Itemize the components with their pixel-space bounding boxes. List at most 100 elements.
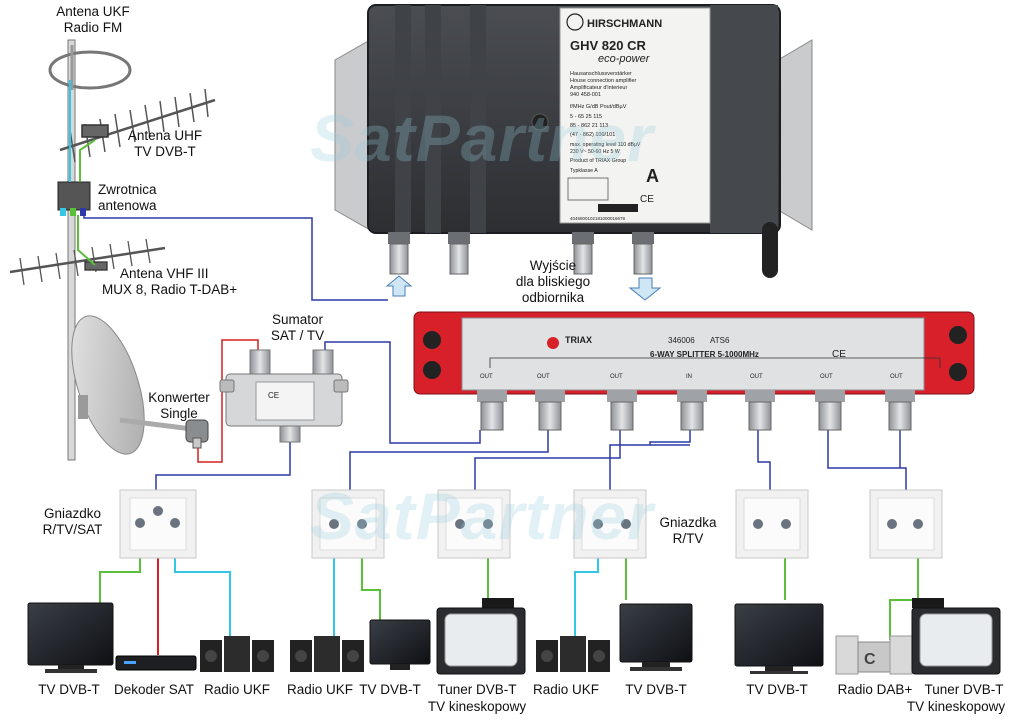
splitter-out-4: OUT [750,374,763,380]
device-label-crt-2: TV kineskopowy [906,699,1006,714]
cable-sumator-to-socket-sat [155,440,291,492]
device-label-crt-1: TV kineskopowy [427,699,527,714]
device-crt-tv-1 [436,598,526,675]
uhf-yagi-antenna [59,88,216,163]
socket-r-tv-5 [869,489,943,559]
amp-series: eco-power [598,53,651,65]
label-konwerter-line-2: Single [160,406,198,421]
device-label-tuner-1: Tuner DVB-T [437,682,517,697]
amp-spec-3: 940 458-001 [570,92,601,98]
amp-model: GHV 820 CR [570,38,646,53]
device-tv-flat-3 [619,603,693,671]
splitter-part-no: 346006 [668,336,695,345]
amp-serial: 4046800102181000016678 [570,216,626,221]
socket-r-tv-4 [735,489,809,559]
sumator-ce: CE [268,391,279,400]
device-label-tv-4: TV DVB-T [746,682,808,697]
label-gniazdka-line-2: R/TV [672,531,704,546]
device-label-radio-1: Radio UKF [203,682,271,697]
label-sumator: Sumator SAT / TV [250,312,345,344]
label-zwrotnica-line-2: antenowa [98,198,157,213]
antenna-mast [67,39,76,461]
splitter-in: IN [686,374,692,380]
lnb-converter [185,419,209,449]
label-antena-vhf-line-1: Antena VHF III [120,266,209,281]
amplifier-label-text: HIRSCHMANN GHV 820 CR eco-power Hausansc… [566,13,662,221]
label-wyjscie-line-2: dla bliskiego [515,274,591,289]
amp-table-3: (47 - 862) 100/101 [570,132,615,138]
device-tv-flat-1 [27,602,114,673]
device-radio-hifi-3 [536,636,610,672]
cable-splitter-to-sumator [324,341,481,444]
socket-r-tv-sat [119,489,197,559]
label-antena-uhf-line-2: TV DVB-T [134,144,196,159]
socket-r-tv-2 [437,489,511,559]
splitter-out-6: OUT [890,374,903,380]
amp-spec-2: Amplificateur d'interieur [570,85,627,91]
device-label-tv-1: TV DVB-T [38,682,100,697]
sumator-combiner: CE [219,349,349,443]
label-wyjscie-line-3: odbiornika [521,290,585,305]
device-label-radio-2: Radio UKF [286,682,354,697]
splitter-out-1: OUT [480,374,493,380]
label-antena-uhf: Antena UHF TV DVB-T [110,128,220,160]
label-sumator-line-2: SAT / TV [270,328,325,343]
amp-table-0: f/MHz G/dB Pout/dBµV [570,104,627,110]
splitter-label-text: TRIAX 346006 ATS6 6-WAY SPLITTER 5-1000M… [480,335,903,380]
device-label-tv-2: TV DVB-T [359,682,421,697]
label-gniazdko: Gniazdko R/TV/SAT [30,506,115,538]
label-gniazdko-line-2: R/TV/SAT [42,522,103,537]
amp-table-1: 5 - 65 25 115 [570,114,602,120]
device-radio-hifi-2 [290,636,364,672]
cable-uhf-green [77,139,96,266]
label-antena-uhf-line-1: Antena UHF [127,128,203,143]
device-tv-flat-4 [734,603,824,674]
amp-spec-0: Hausanschlussverstärker [570,71,632,77]
satellite-dish [71,315,201,455]
amp-energy-class: A [646,166,659,186]
cables-splitter-outputs [349,430,907,492]
label-zwrotnica: Zwrotnica antenowa [98,182,157,214]
device-label-radio-3: Radio UKF [532,682,600,697]
label-wyjscie-line-1: Wyjście [529,258,577,273]
splitter-out-3: OUT [610,374,623,380]
amplifier-hirschmann [334,4,813,301]
label-wyjscie: Wyjście dla bliskiego odbiornika [498,258,608,306]
label-antena-ukf-line-2: Radio FM [63,20,123,35]
splitter-ce: CE [832,349,846,360]
vhf-antenna [9,238,166,286]
splitter-triax [413,311,975,431]
amp-footer-3: Typklasse A [570,168,598,174]
amp-spec-1: House connection amplifier [570,78,637,84]
splitter-out-2: OUT [537,374,550,380]
amp-footer-2: Product of TRIAX Group [570,158,626,164]
label-gniazdka-line-1: Gniazdka [659,515,717,530]
amp-footer-1: 230 V~ 50-60 Hz 5 W [570,149,620,155]
splitter-out-5: OUT [820,374,833,380]
label-antena-vhf: Antena VHF III MUX 8, Radio T-DAB+ [102,266,237,298]
label-antena-vhf-line-2: MUX 8, Radio T-DAB+ [102,282,238,297]
socket-r-tv-1 [311,489,385,559]
svg-text:C: C [864,651,876,668]
amp-ce: CE [640,194,654,205]
device-label-radio-dab: Radio DAB+ [837,682,913,697]
device-sat-decoder [115,655,197,671]
label-gniazdko-line-1: Gniazdko [43,506,102,521]
device-crt-tv-2 [911,598,1001,675]
device-label-tv-3: TV DVB-T [625,682,687,697]
amp-table-2: 85 - 862 21 113 [570,123,608,129]
label-antena-ukf: Antena UKF Radio FM [38,4,148,36]
label-antena-ukf-line-1: Antena UKF [56,4,130,19]
socket-r-tv-3 [573,489,647,559]
antenna-diplexer-box [57,181,91,216]
device-radio-dab: C [835,635,913,675]
amp-brand: HIRSCHMANN [587,18,662,30]
label-konwerter-line-1: Konwerter [148,390,210,405]
splitter-brand: TRIAX [565,335,592,345]
label-gniazdka: Gniazdka R/TV [648,515,728,547]
cable-lnb-to-sumator [197,339,259,463]
ukf-ring-antenna [48,45,132,90]
label-sumator-line-1: Sumator [271,312,324,327]
